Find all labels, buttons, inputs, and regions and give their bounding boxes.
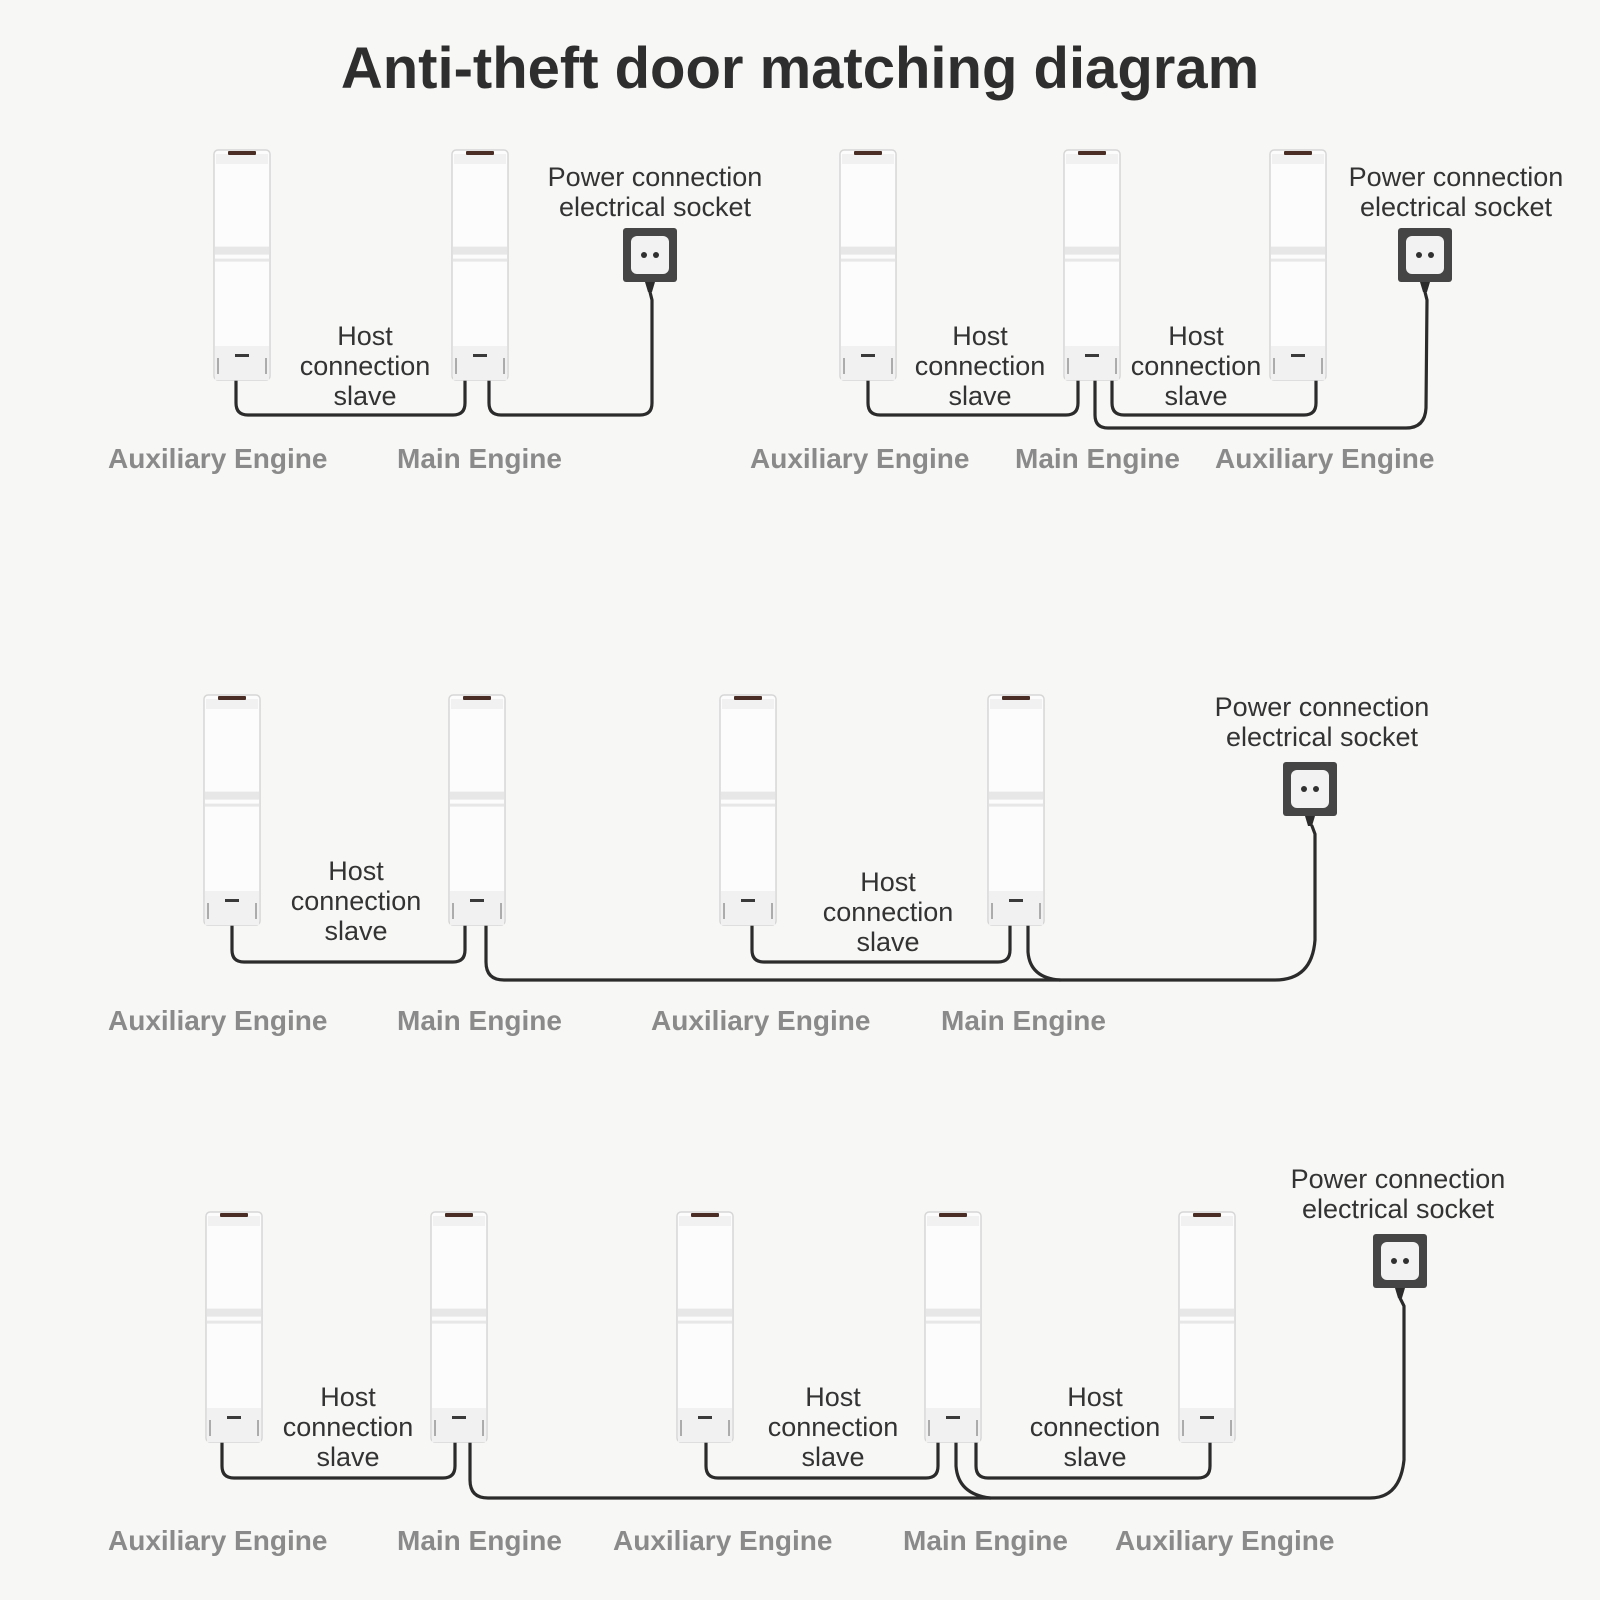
cable-power-1 [487,290,654,417]
pedestal-main-4a [430,1211,488,1443]
power-socket-4 [1373,1234,1427,1298]
engine-label: Main Engine [1015,443,1180,474]
engine-label: Main Engine [397,443,562,474]
engine-label: Auxiliary Engine [750,443,969,474]
pedestal-main-1 [451,149,509,381]
power-socket-3 [1283,762,1337,826]
cable-host-slave-2b [1110,374,1318,417]
engine-label: Main Engine [941,1005,1106,1036]
cable-host-slave-3a [230,919,467,964]
pedestal-main-2 [1063,149,1121,381]
cable-power-2 [1093,290,1429,430]
pedestal-main-3a [448,694,506,926]
sockets-layer [623,228,1452,1298]
pedestal-auxiliary-2b [1269,149,1327,381]
power-socket-1 [623,228,677,292]
cable-power-4a [468,1296,1406,1500]
pedestal-auxiliary-3b [719,694,777,926]
cable-host-slave-4c [974,1436,1212,1480]
cable-host-slave-4b [704,1436,940,1480]
cable-power-3a [484,824,1317,982]
cable-power-3b [1026,919,1062,982]
cables-layer [220,290,1429,1500]
pedestal-auxiliary-4b [676,1211,734,1443]
pedestal-auxiliary-1 [213,149,271,381]
cable-host-slave-3b [750,919,1012,964]
pedestal-auxiliary-4c [1178,1211,1236,1443]
cable-power-4b [954,1436,992,1500]
engine-label: Auxiliary Engine [1215,443,1434,474]
engine-label: Auxiliary Engine [651,1005,870,1036]
engine-label: Auxiliary Engine [108,1005,327,1036]
page-title: Anti-theft door matching diagram [341,36,1259,101]
engine-label: Auxiliary Engine [613,1525,832,1556]
pedestal-main-3b [987,694,1045,926]
cable-host-slave-2a [866,374,1080,417]
cable-host-slave-4a [220,1436,457,1480]
pedestal-auxiliary-3a [203,694,261,926]
pedestal-auxiliary-2a [839,149,897,381]
engine-label: Main Engine [397,1005,562,1036]
engine-label: Auxiliary Engine [108,443,327,474]
pedestal-main-4b [924,1211,982,1443]
engine-label: Main Engine [397,1525,562,1556]
pedestal-auxiliary-4a [205,1211,263,1443]
engine-label: Auxiliary Engine [108,1525,327,1556]
engine-label: Main Engine [903,1525,1068,1556]
pedestals-layer [203,149,1327,1443]
engine-label: Auxiliary Engine [1115,1525,1334,1556]
power-socket-2 [1398,228,1452,292]
cable-host-slave-1 [234,374,467,417]
